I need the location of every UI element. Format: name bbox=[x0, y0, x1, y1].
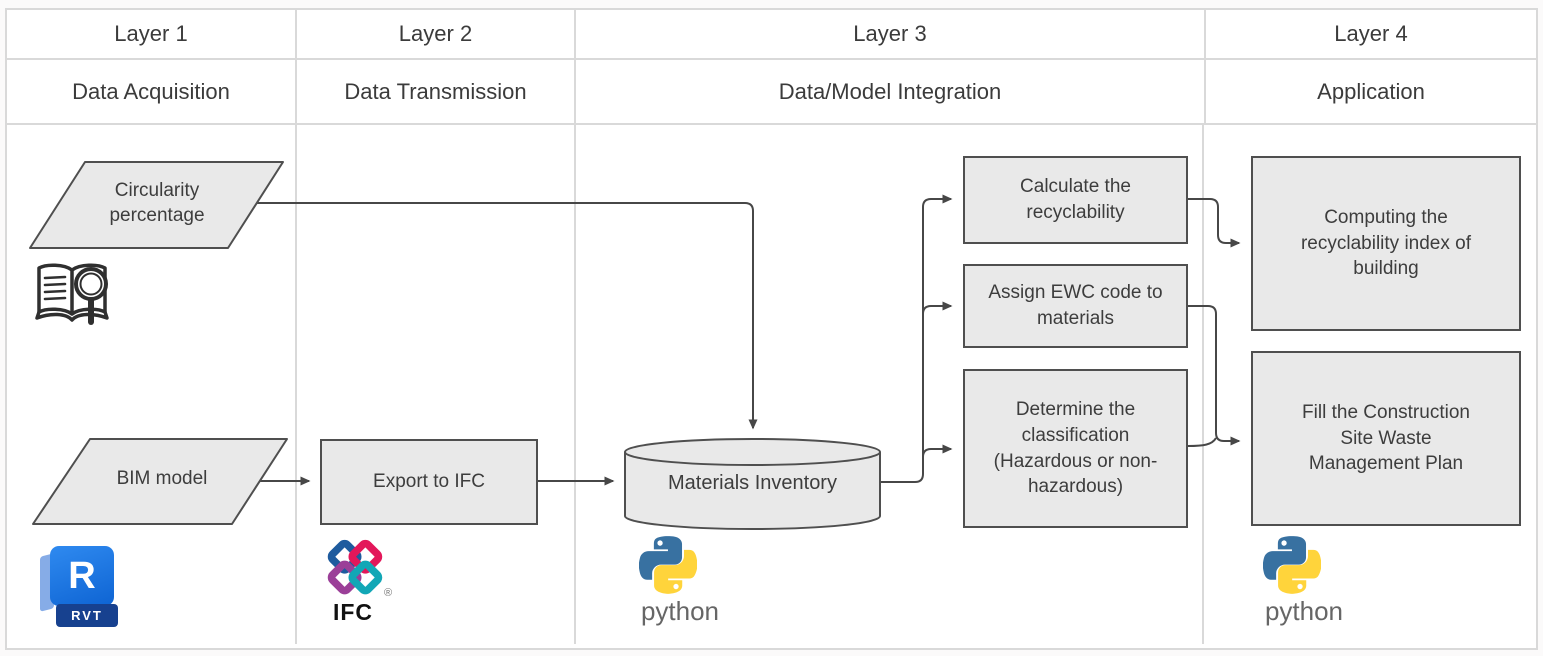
ifc-logo-diamonds bbox=[327, 539, 383, 595]
bim-parallelogram bbox=[32, 438, 288, 525]
revit-letter: R bbox=[50, 546, 114, 606]
python-logo bbox=[1262, 536, 1322, 594]
layer-table: Layer 1 Layer 2 Layer 3 Layer 4 Data Acq… bbox=[5, 8, 1538, 650]
python-wordmark: python bbox=[640, 596, 720, 626]
layer-2-subtitle: Data Transmission bbox=[297, 60, 576, 123]
connector-inventory-to-calc bbox=[878, 194, 953, 483]
ifc-icon: ® IFC bbox=[322, 537, 402, 629]
column-separator-2 bbox=[574, 125, 576, 644]
materials-cylinder bbox=[624, 438, 881, 530]
computing-index-box: Computing the recyclability index of bui… bbox=[1251, 156, 1521, 331]
calculate-recyclability-box: Calculate the recyclability bbox=[963, 156, 1188, 244]
circularity-label: Circularity percentage bbox=[109, 179, 205, 226]
connector-inventory-to-assign bbox=[922, 301, 953, 315]
column-separator-1 bbox=[295, 125, 297, 644]
layer-4-title: Layer 4 bbox=[1334, 21, 1408, 46]
layer-title-row: Layer 1 Layer 2 Layer 3 Layer 4 bbox=[7, 10, 1536, 60]
connector-assign-to-fill bbox=[1188, 305, 1241, 446]
ifc-label: IFC bbox=[332, 599, 374, 625]
connector-group bbox=[257, 194, 1241, 486]
materials-inventory-label: Materials Inventory bbox=[668, 471, 837, 494]
diagram-canvas: Circularity percentage BIM model Materia… bbox=[7, 125, 1536, 644]
bim-label: BIM model bbox=[116, 468, 208, 490]
determine-classification-box: Determine the classification (Hazardous … bbox=[963, 369, 1188, 528]
column-separator-3 bbox=[1202, 125, 1204, 644]
python-logo bbox=[638, 536, 698, 594]
layer-3-title: Layer 3 bbox=[576, 10, 1206, 58]
layer-3-subtitle: Data/Model Integration bbox=[576, 60, 1206, 123]
connector-circularity-to-inventory bbox=[257, 202, 758, 430]
circularity-parallelogram bbox=[29, 161, 284, 249]
python-icon-layer3: python bbox=[635, 536, 755, 628]
python-icon-layer4: python bbox=[1259, 536, 1379, 628]
fill-plan-box: Fill the Construction Site Waste Managem… bbox=[1251, 351, 1521, 526]
python-wordmark: python bbox=[1264, 596, 1344, 626]
layer-2-title: Layer 2 bbox=[297, 10, 576, 58]
book-magnifier-icon bbox=[35, 263, 109, 325]
connector-calc-to-computing bbox=[1188, 198, 1241, 248]
connector-inventory-to-determine bbox=[922, 444, 953, 458]
layer-1-subtitle: Data Acquisition bbox=[7, 60, 297, 123]
layer-subtitle-row: Data Acquisition Data Transmission Data/… bbox=[7, 60, 1536, 125]
revit-badge: RVT bbox=[56, 604, 118, 627]
layer-4-subtitle: Application bbox=[1317, 78, 1425, 104]
revit-icon: R RVT bbox=[32, 546, 132, 629]
ifc-registered-mark: ® bbox=[384, 587, 393, 599]
connector-determine-to-fill bbox=[1187, 437, 1217, 447]
assign-ewc-box: Assign EWC code to materials bbox=[963, 264, 1188, 348]
connectors-svg bbox=[29, 161, 1241, 530]
export-to-ifc-box: Export to IFC bbox=[320, 439, 538, 525]
layer-1-title: Layer 1 bbox=[7, 10, 297, 58]
